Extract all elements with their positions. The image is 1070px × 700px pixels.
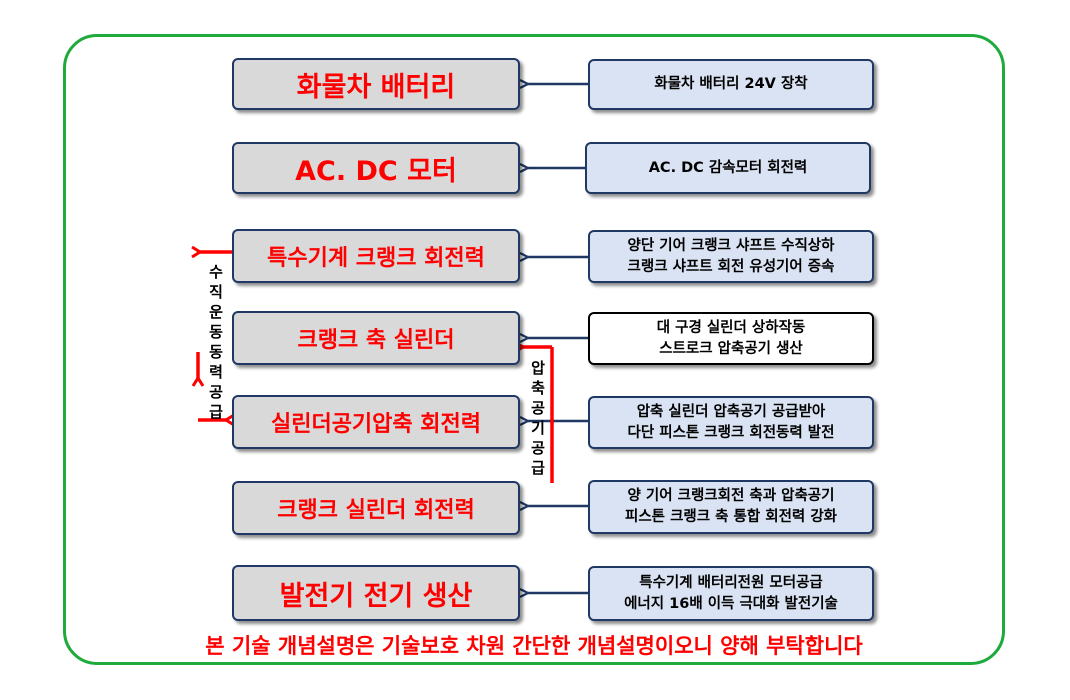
- desc-line: 특수기계 배터리전원 모터공급: [639, 574, 823, 591]
- vertical-char: 동: [209, 323, 223, 341]
- node-cylinder-compression: 실린더공기압축 회전력: [232, 395, 520, 449]
- vertical-air-supply-label: 압 축 공 기 공 급: [528, 358, 548, 478]
- footer-notice: 본 기술 개념설명은 기술보호 차원 간단한 개념설명이오니 양해 부탁합니다: [205, 634, 863, 658]
- vertical-char: 력: [209, 363, 223, 381]
- vertical-motion-power-label: 수 직 운 동 동 력 공 급: [206, 262, 226, 422]
- desc-line: 다단 피스톤 크랭크 회전동력 발전: [627, 424, 835, 441]
- vertical-char: 공: [531, 399, 545, 417]
- desc-line: 양 기어 크랭크회전 축과 압축공기: [627, 488, 835, 504]
- desc-crank-cylinder-rotation: 양 기어 크랭크회전 축과 압축공기 피스톤 크랭크 축 통합 회전력 강화: [588, 480, 874, 534]
- node-crank-cylinder-rotation: 크랭크 실린더 회전력: [232, 481, 520, 535]
- desc-acdc-motor: AC. DC 감속모터 회전력: [585, 142, 871, 194]
- desc-line: AC. DC 감속모터 회전력: [648, 159, 808, 176]
- desc-line: 양단 기어 크랭크 샤프트 수직상하: [627, 237, 835, 254]
- node-truck-battery: 화물차 배터리: [232, 58, 520, 110]
- desc-line: 압축 실린더 압축공기 공급받아: [636, 403, 826, 420]
- desc-line: 에너지 16배 이득 극대화 발전기술: [624, 595, 838, 612]
- vertical-char: 공: [209, 383, 223, 401]
- vertical-char: 기: [531, 419, 545, 437]
- node-label: 실린더공기압축 회전력: [270, 412, 482, 437]
- vertical-char: 압: [531, 359, 545, 377]
- vertical-char: 동: [209, 343, 223, 361]
- desc-line: 피스톤 크랭크 축 통합 회전력 강화: [625, 509, 837, 525]
- node-label: 화물차 배터리: [296, 71, 456, 103]
- desc-line: 스트로크 압축공기 생산: [659, 340, 803, 357]
- node-crank-cylinder: 크랭크 축 실린더: [232, 311, 520, 365]
- vertical-char: 수: [209, 263, 223, 281]
- node-acdc-motor: AC. DC 모터: [232, 142, 520, 194]
- vertical-char: 직: [209, 283, 223, 301]
- diagram-frame: [63, 34, 1005, 665]
- desc-line: 크랭크 샤프트 회전 유성기어 증속: [627, 258, 835, 275]
- desc-cylinder-compression: 압축 실린더 압축공기 공급받아 다단 피스톤 크랭크 회전동력 발전: [588, 396, 874, 449]
- vertical-char: 급: [209, 403, 223, 421]
- vertical-char: 급: [531, 459, 545, 477]
- desc-truck-battery: 화물차 배터리 24V 장착: [588, 59, 874, 110]
- desc-crank-cylinder: 대 구경 실린더 상하작동 스트로크 압축공기 생산: [588, 312, 874, 365]
- node-generator: 발전기 전기 생산: [232, 565, 520, 621]
- desc-line: 화물차 배터리 24V 장착: [654, 76, 808, 92]
- vertical-char: 축: [531, 379, 545, 397]
- desc-line: 대 구경 실린더 상하작동: [656, 319, 806, 336]
- vertical-char: 공: [531, 439, 545, 457]
- node-label: 발전기 전기 생산: [279, 580, 473, 612]
- node-label: 크랭크 실린더 회전력: [277, 498, 475, 523]
- node-label: 특수기계 크랭크 회전력: [267, 246, 485, 271]
- vertical-char: 운: [209, 303, 223, 321]
- node-label: 크랭크 축 실린더: [297, 328, 455, 353]
- desc-crank-rotation: 양단 기어 크랭크 샤프트 수직상하 크랭크 샤프트 회전 유성기어 증속: [588, 230, 874, 283]
- desc-generator: 특수기계 배터리전원 모터공급 에너지 16배 이득 극대화 발전기술: [588, 566, 874, 621]
- node-crank-rotation: 특수기계 크랭크 회전력: [232, 229, 520, 283]
- node-label: AC. DC 모터: [295, 155, 457, 187]
